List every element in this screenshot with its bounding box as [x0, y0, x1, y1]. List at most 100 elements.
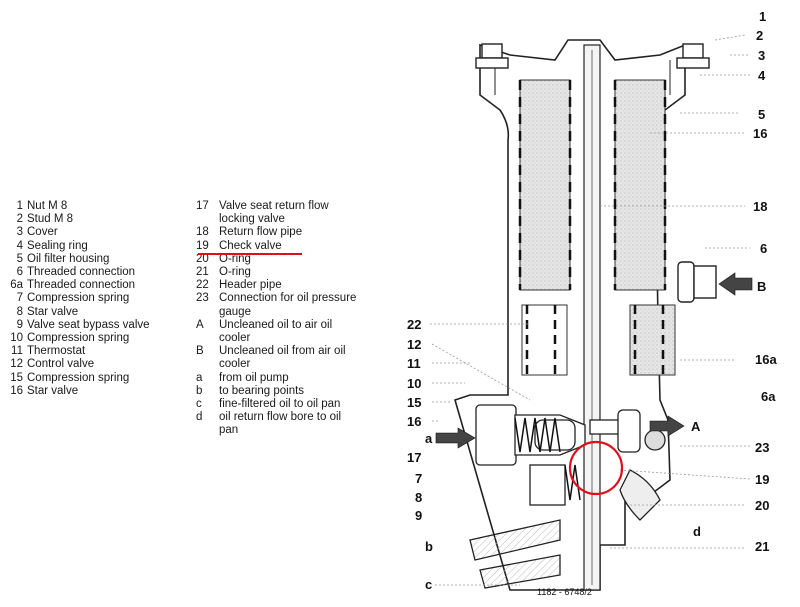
legend-num: 21: [196, 266, 209, 279]
return-flow-pipe: [583, 44, 601, 591]
legend-text: Compression spring: [27, 371, 130, 384]
legend-num: c: [196, 398, 202, 411]
legend-text: Cover: [27, 226, 58, 239]
callout-a: a: [425, 431, 433, 446]
callout-6: 6: [760, 241, 768, 256]
legend-num: 5: [16, 252, 23, 265]
legend-text: Connection for oil pressure: [219, 292, 357, 305]
callout-16a: 16a: [755, 352, 777, 367]
legend-item: 21 O-ring: [196, 266, 356, 279]
legend-text: fine-filtered oil to oil pan: [219, 398, 341, 411]
legend-text: O-ring: [219, 266, 251, 279]
legend-num: 18: [196, 226, 209, 239]
legend-text: Control valve: [27, 358, 95, 371]
arrow-B: [718, 272, 753, 296]
legend-text: Oil filter housing: [27, 252, 110, 265]
callout-16-top: 16: [753, 126, 768, 141]
legend-text: oil return flow bore to oil: [219, 411, 342, 424]
legend-text: Return flow pipe: [219, 226, 303, 239]
legend-item: 20 O-ring: [196, 253, 356, 266]
legend-text: Check valve: [219, 239, 282, 252]
legend-text: Thermostat: [27, 345, 86, 358]
legend-text: locking valve: [219, 213, 285, 226]
highlight-underline: [198, 253, 302, 255]
legend-text: Compression spring: [27, 332, 130, 345]
callout-23: 23: [755, 440, 770, 455]
legend-text: Uncleaned oil to air oil: [219, 318, 333, 331]
legend-item-highlighted: 19 Check valve: [196, 240, 356, 253]
callout-A: A: [691, 419, 701, 434]
legend-num: 10: [10, 332, 23, 345]
legend-text: cooler: [219, 332, 251, 345]
callout-1: 1: [759, 9, 767, 24]
legend-text: Sealing ring: [27, 239, 88, 252]
callout-20: 20: [755, 498, 770, 513]
legend-num: 22: [196, 279, 209, 292]
legend-text: Valve seat return flow: [219, 200, 329, 212]
legend-item-continuation: 0cooler: [196, 358, 356, 371]
legend-text: Valve seat bypass valve: [27, 318, 150, 331]
legend-num: 2: [16, 213, 23, 226]
legend-text: Compression spring: [27, 292, 130, 305]
legend-item: 5 Oil filter housing: [4, 253, 150, 266]
legend-text: O-ring: [219, 252, 251, 265]
legend-text: Threaded connection: [27, 279, 136, 292]
legend-item-continuation: 0cooler: [196, 332, 356, 345]
legend-item: 1 Nut M 8: [4, 200, 150, 213]
legend-item: b to bearing points: [196, 385, 356, 398]
legend-text: Uncleaned oil from air oil: [219, 345, 346, 358]
callout-21: 21: [755, 539, 770, 554]
arrow-A: [649, 415, 685, 437]
callout-7: 7: [415, 471, 423, 486]
legend-item-continuation: 0pan: [196, 424, 356, 437]
legend-text: Nut M 8: [27, 200, 68, 212]
legend-num: b: [196, 384, 203, 397]
legend-num: 6: [16, 266, 23, 279]
legend-text: Stud M 8: [27, 213, 74, 226]
callout-22: 22: [407, 317, 422, 332]
legend-num: 1: [16, 200, 23, 212]
legend-text: from oil pump: [219, 371, 289, 384]
legend-text: Header pipe: [219, 279, 282, 292]
callout-5: 5: [758, 107, 766, 122]
filter-element-upper: [518, 79, 667, 291]
legend-text: cooler: [219, 358, 251, 371]
legend-num: 23: [196, 292, 209, 305]
legend-num: 19: [196, 239, 209, 252]
threaded-connection-6: [677, 261, 717, 303]
callout-3: 3: [758, 48, 766, 63]
callout-16: 16: [407, 414, 422, 429]
callout-2: 2: [756, 28, 764, 43]
callout-12: 12: [407, 337, 422, 352]
arrow-a: [435, 427, 476, 449]
legend-num: 16: [10, 384, 23, 397]
legend-item-continuation: 0gauge: [196, 306, 356, 319]
nut-right-icon: [676, 43, 710, 69]
callout-4: 4: [758, 68, 766, 83]
legend-num: a: [196, 371, 203, 384]
callout-11: 11: [407, 356, 421, 371]
legend-num: 20: [196, 252, 209, 265]
legend-num: 4: [16, 239, 23, 252]
valve-block: [469, 404, 666, 589]
callout-15: 15: [407, 395, 422, 410]
legend-num: 11: [11, 345, 23, 358]
legend-text: to bearing points: [219, 384, 305, 397]
legend-item: 18 Return flow pipe: [196, 226, 356, 239]
legend-item: 10 Compression spring: [4, 332, 150, 345]
legend-item: 23 Connection for oil pressure: [196, 292, 356, 305]
legend-num: 3: [16, 226, 23, 239]
filter-element-lower: [521, 304, 676, 376]
